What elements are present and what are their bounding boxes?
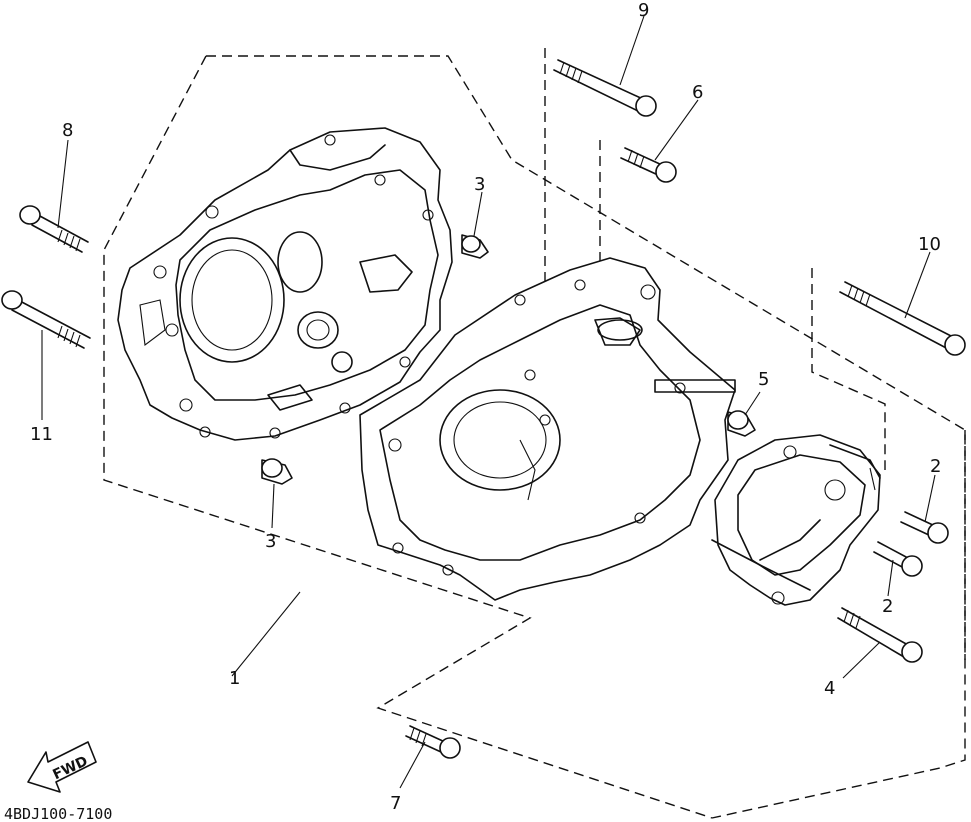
bolt-11 bbox=[1, 290, 91, 349]
dowel-pin-5 bbox=[727, 410, 756, 437]
diagram-part-code: 4BDJ100-7100 bbox=[4, 805, 112, 822]
forward-direction-arrow: FWD bbox=[27, 741, 97, 793]
right-crankcase-half bbox=[359, 257, 736, 601]
bolt-8 bbox=[19, 205, 89, 253]
callout-10: 10 bbox=[918, 234, 941, 255]
callout-7: 7 bbox=[390, 793, 401, 814]
callout-3-lower: 3 bbox=[265, 531, 276, 552]
callout-3-upper: 3 bbox=[474, 174, 485, 195]
callout-9: 9 bbox=[638, 0, 649, 21]
assembly-boundary bbox=[103, 48, 966, 819]
callout-5: 5 bbox=[758, 369, 769, 390]
crankcase-side-cover bbox=[711, 434, 881, 606]
callout-1: 1 bbox=[229, 668, 240, 689]
bolt-2-upper bbox=[900, 511, 949, 544]
bolt-4 bbox=[837, 607, 923, 663]
bolt-10 bbox=[839, 281, 966, 356]
callout-4: 4 bbox=[824, 678, 835, 699]
left-crankcase-half bbox=[117, 127, 453, 441]
callout-11: 11 bbox=[30, 424, 53, 445]
callout-8: 8 bbox=[62, 120, 73, 141]
callout-2-upper: 2 bbox=[930, 456, 941, 477]
callout-labels: 1 2 2 3 3 4 5 6 7 8 9 10 11 bbox=[30, 0, 941, 814]
bolt-6 bbox=[620, 147, 677, 183]
dowel-pin-3-upper bbox=[461, 234, 489, 259]
dowel-pin-3-lower bbox=[261, 458, 293, 485]
leader-lines bbox=[41, 15, 936, 789]
callout-6: 6 bbox=[692, 82, 703, 103]
callout-2-lower: 2 bbox=[882, 596, 893, 617]
bolt-7 bbox=[405, 725, 461, 759]
bolt-2-lower bbox=[873, 541, 923, 577]
bolt-9 bbox=[553, 59, 657, 117]
